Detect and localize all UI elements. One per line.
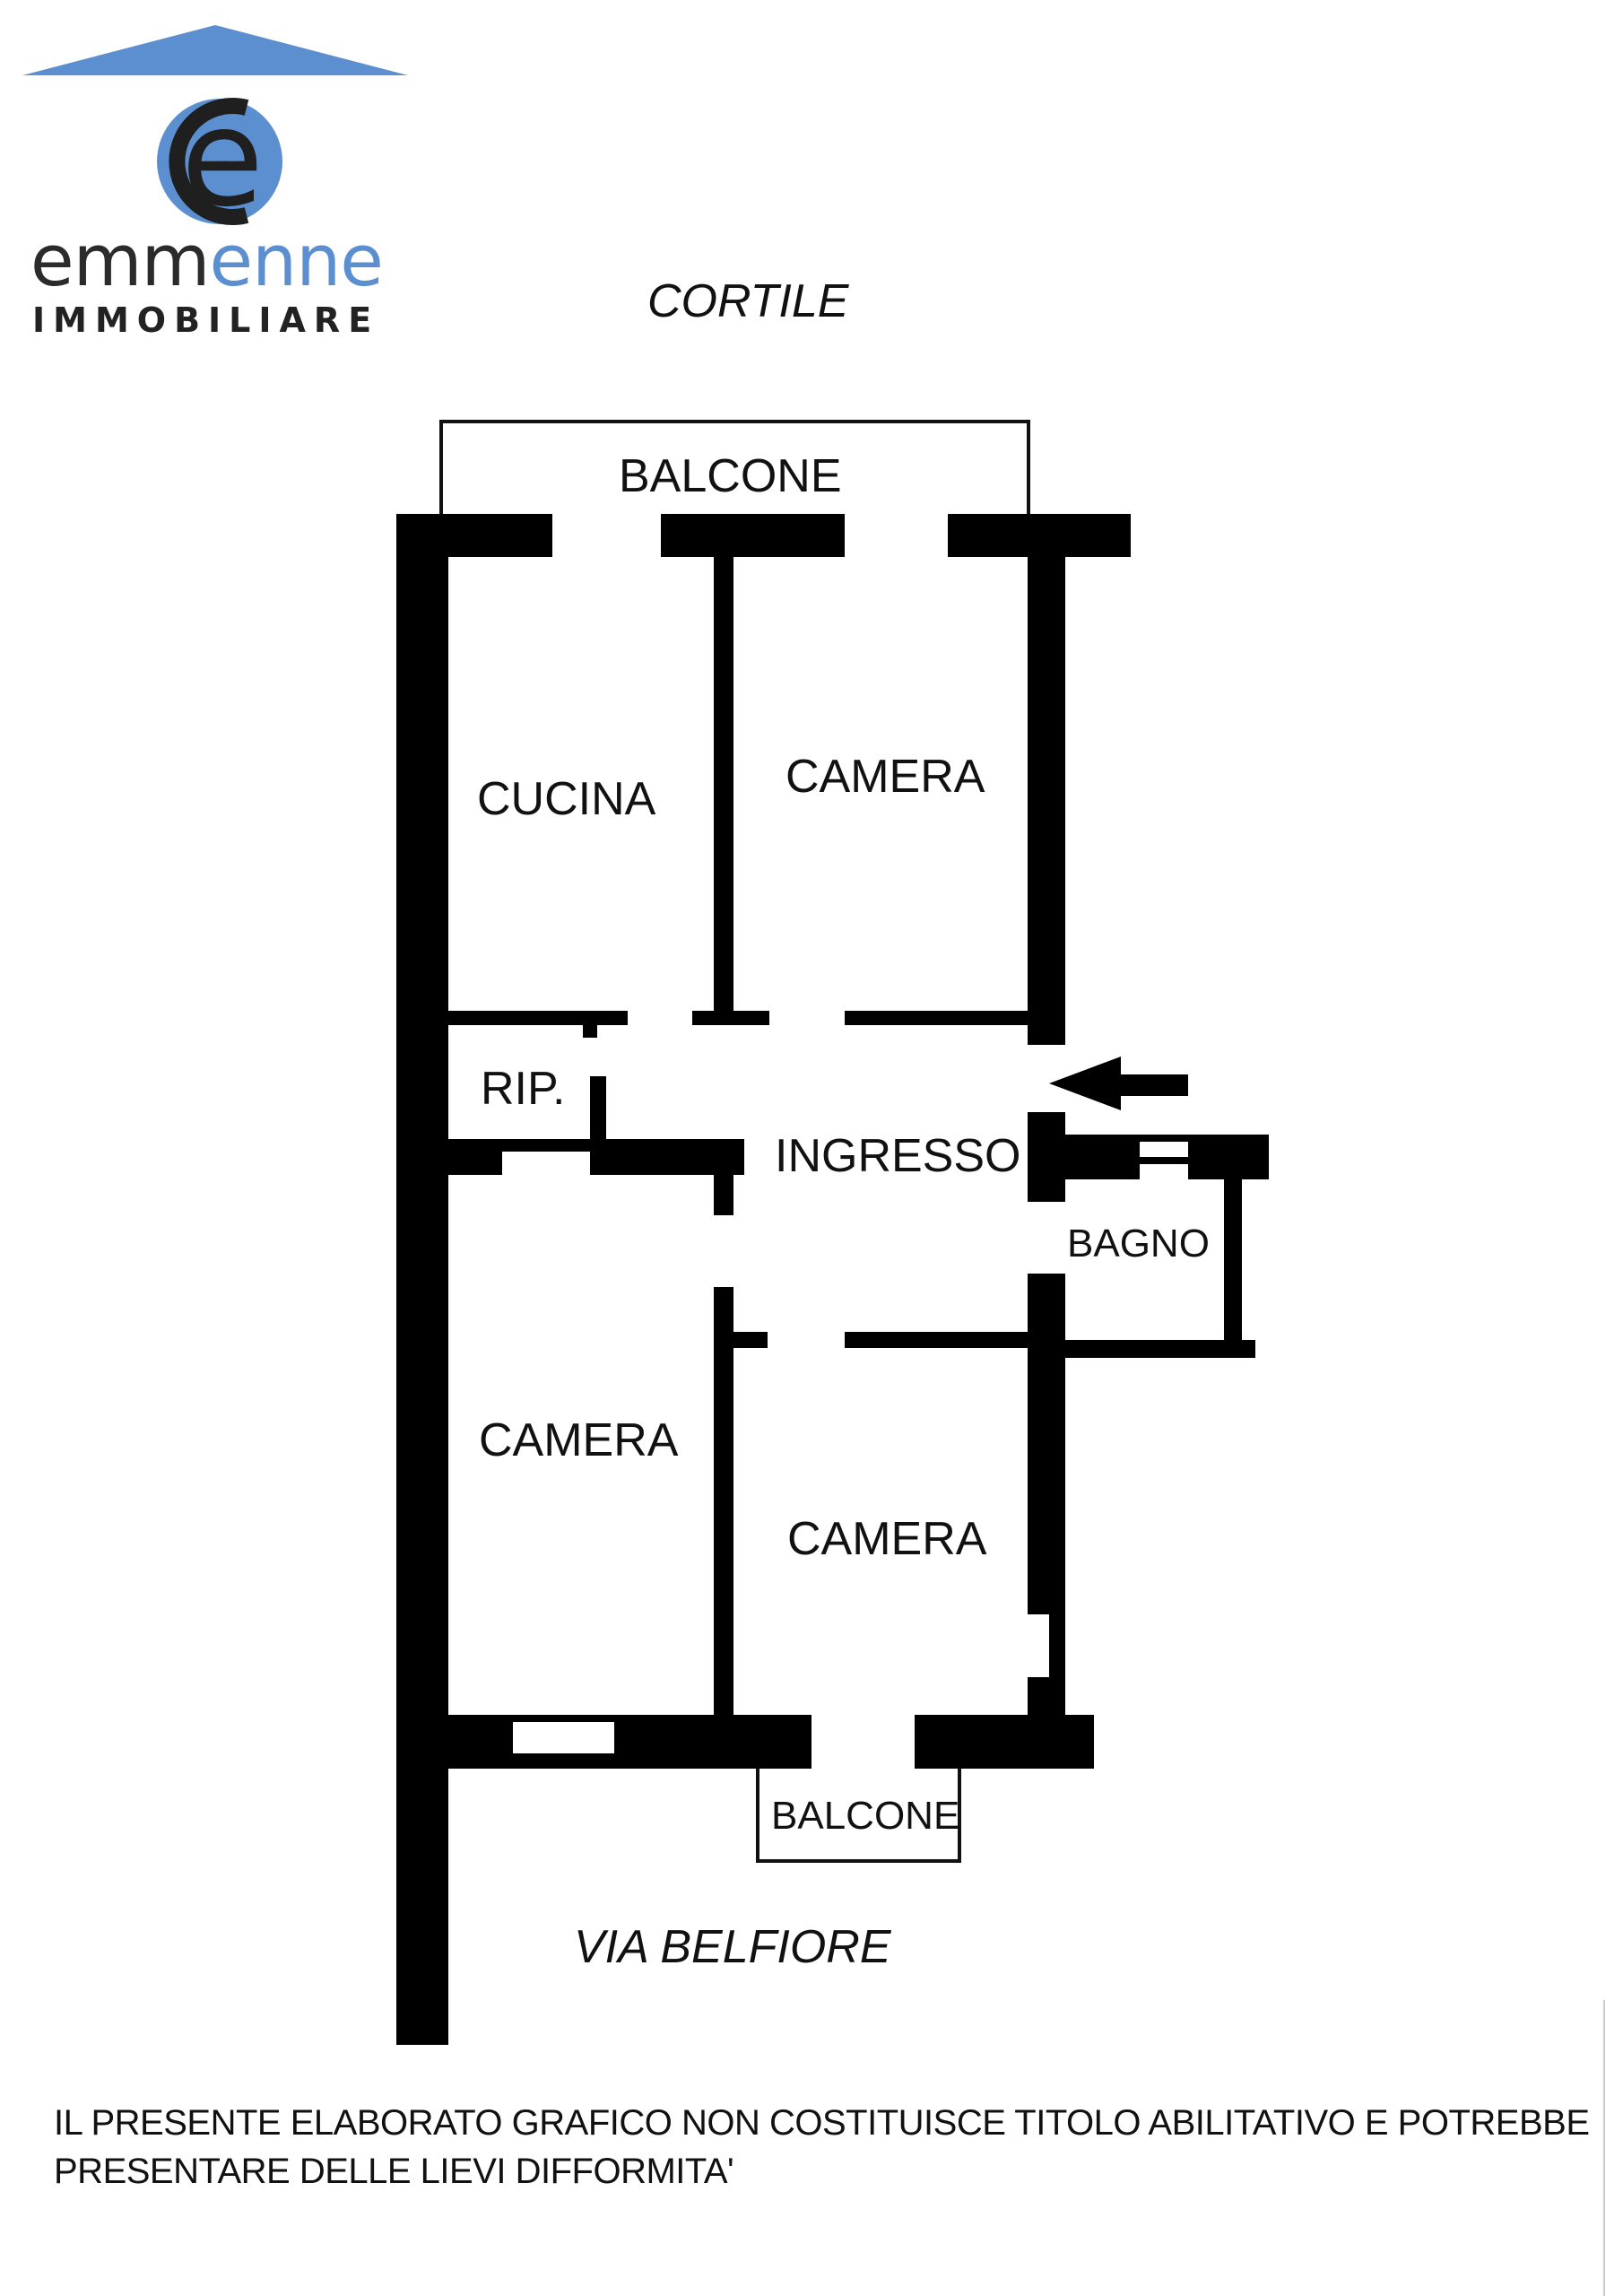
brand-name-dark: emm [30, 220, 211, 302]
street-label-top: CORTILE [647, 275, 849, 327]
room-label-camera-bottom-right: CAMERA [787, 1513, 987, 1565]
room-label-balcone-bottom: BALCONE [771, 1794, 960, 1838]
room-label-cucina: CUCINA [477, 773, 656, 825]
walls [396, 514, 1269, 2045]
room-label-camera-top: CAMERA [785, 751, 985, 803]
disclaimer-line-1: IL PRESENTE ELABORATO GRAFICO NON COSTIT… [54, 2103, 1590, 2143]
street-label-bottom: VIA BELFIORE [574, 1921, 891, 1973]
logo-roof-e-icon: e [22, 25, 408, 233]
disclaimer: IL PRESENTE ELABORATO GRAFICO NON COSTIT… [54, 2099, 1596, 2196]
svg-text:e: e [181, 81, 264, 233]
balcony-bottom-outline [756, 1767, 961, 1863]
room-label-camera-bottom-left: CAMERA [479, 1414, 679, 1466]
brand-name-blue: enne [209, 220, 384, 302]
brand-subtitle: IMMOBILIARE [32, 300, 380, 340]
brand-name: emmenne [30, 226, 384, 297]
room-label-ingresso: INGRESSO [775, 1130, 1021, 1182]
page-edge-divider [1603, 2000, 1605, 2296]
arrow-left-icon [1049, 1057, 1188, 1110]
room-label-balcone-top: BALCONE [619, 450, 842, 502]
room-label-ripostiglio: RIP. [481, 1063, 566, 1115]
company-logo: e emmenne IMMOBILIARE [18, 18, 439, 341]
balcony-top-outline [439, 420, 1030, 516]
disclaimer-line-2: PRESENTARE DELLE LIEVI DIFFORMITA' [54, 2152, 734, 2191]
room-label-bagno: BAGNO [1067, 1222, 1210, 1265]
